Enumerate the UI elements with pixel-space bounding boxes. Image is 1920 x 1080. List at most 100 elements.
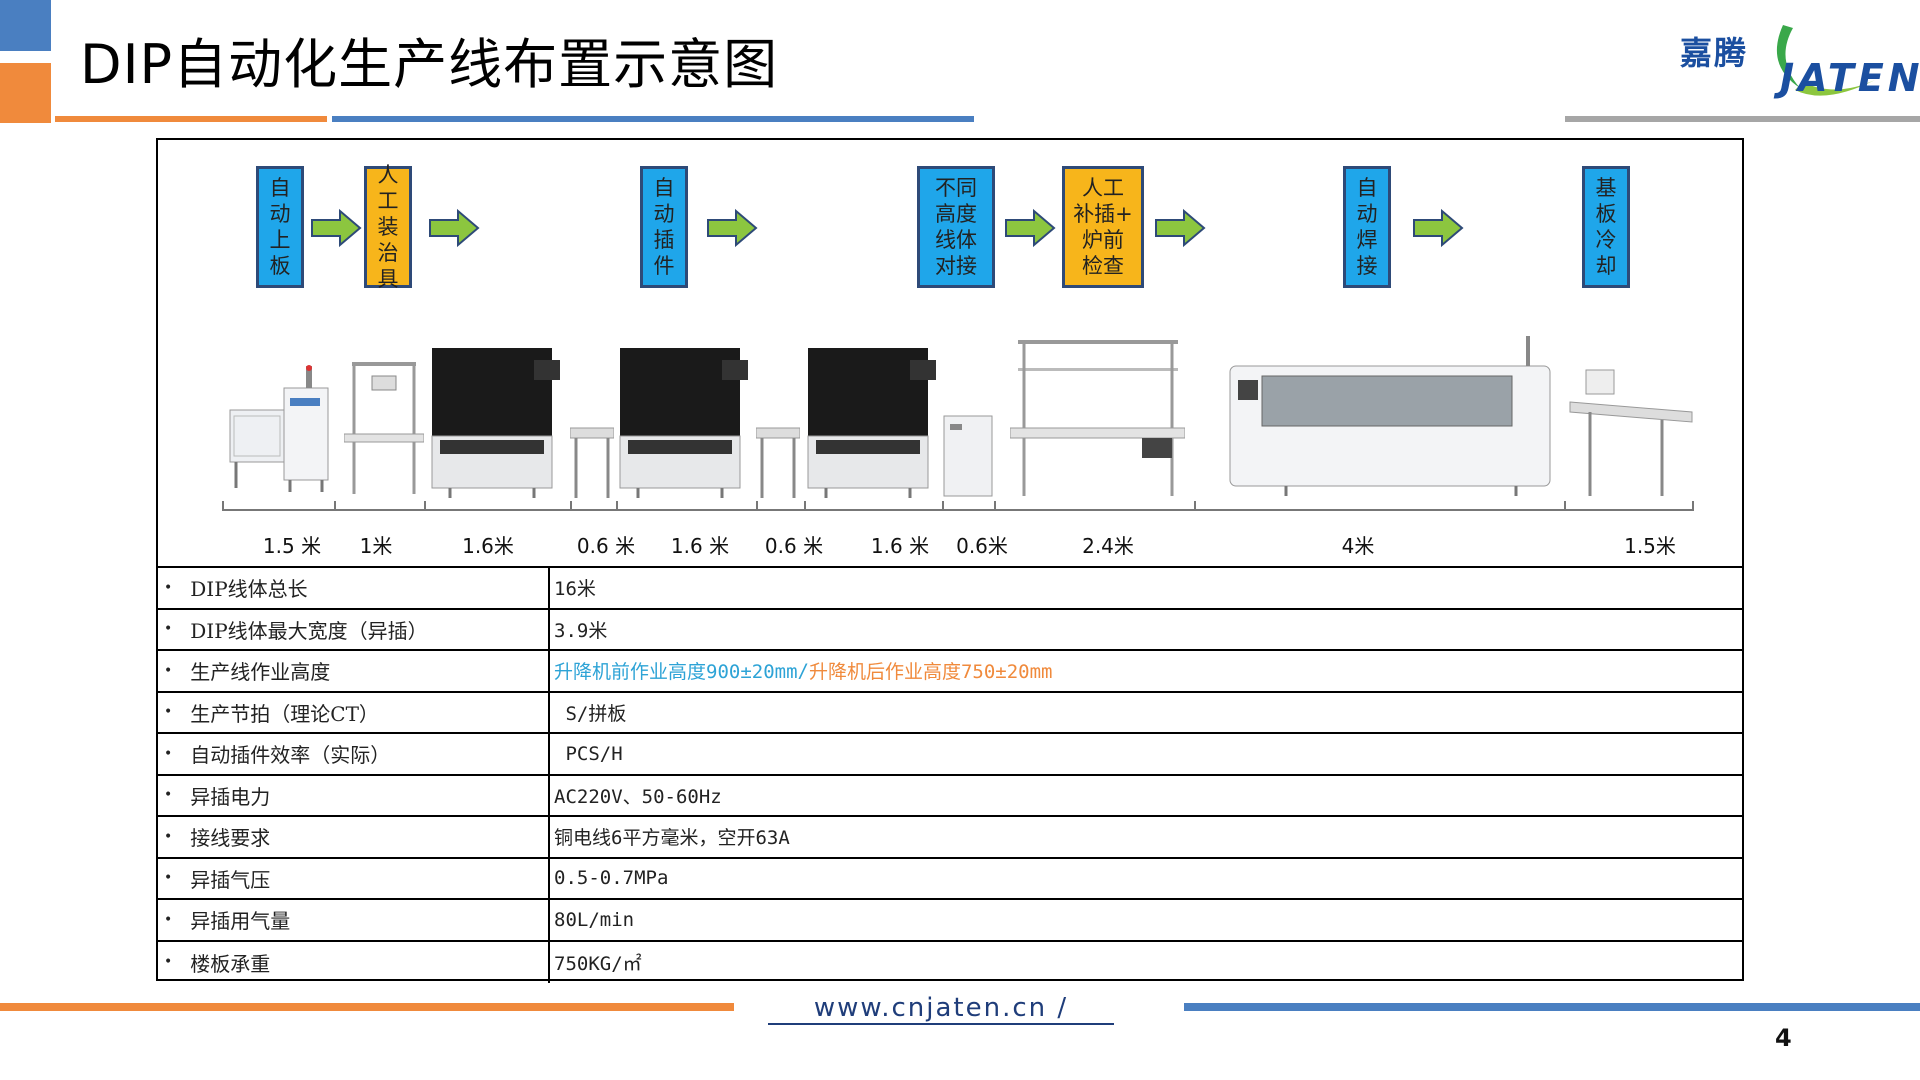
logo-text-cn: 嘉腾 xyxy=(1680,28,1748,74)
inspection-workbench-image xyxy=(1010,336,1185,500)
arrow-right-icon xyxy=(706,208,758,248)
bullet-icon: • xyxy=(164,621,172,637)
conveyor-1-image xyxy=(570,424,614,500)
footer-line-orange xyxy=(0,1003,734,1011)
cooling-conveyor-image xyxy=(1566,368,1696,500)
accent-square-orange xyxy=(0,63,51,123)
spec-value: 0.5-0.7MPa xyxy=(550,859,1742,899)
lift-unit-image xyxy=(942,414,994,500)
scale-tick xyxy=(570,501,572,511)
footer-line-blue xyxy=(1184,1003,1920,1011)
bullet-icon: • xyxy=(164,870,172,886)
bullet-icon: • xyxy=(164,704,172,720)
spec-label: 异插电力 xyxy=(190,781,270,810)
step-manual-fixture: 人 工 装 治 具 xyxy=(364,166,412,288)
website-link[interactable]: www.cnjaten.cn / xyxy=(768,993,1114,1025)
height-before-lift: 升降机前作业高度900±20mm xyxy=(554,657,798,684)
scale-tick xyxy=(1692,501,1694,511)
spec-label: 楼板承重 xyxy=(190,948,270,977)
length-label: 1米 xyxy=(360,530,393,559)
length-scale-line xyxy=(222,509,1694,511)
step-board-cooling: 基 板 冷 却 xyxy=(1582,166,1630,288)
bullet-icon: • xyxy=(164,912,172,928)
bullet-icon: • xyxy=(164,580,172,596)
table-row: • 生产节拍（理论CT） S/拼板 xyxy=(158,693,1742,735)
page-number: 4 xyxy=(1775,1024,1792,1052)
spec-value: S/拼板 xyxy=(550,693,1742,733)
spec-label: 自动插件效率（实际） xyxy=(190,739,390,768)
length-label: 0.6米 xyxy=(956,530,1008,559)
spec-value: 16米 xyxy=(550,568,1742,608)
scale-tick xyxy=(616,501,618,511)
arrow-right-icon xyxy=(428,208,480,248)
table-row: • DIP线体总长 16米 xyxy=(158,568,1742,610)
arrow-right-icon xyxy=(1154,208,1206,248)
table-row: • 楼板承重 750KG/㎡ xyxy=(158,942,1742,984)
spec-label: 接线要求 xyxy=(190,822,270,851)
insertion-machine-1-image xyxy=(430,340,565,500)
table-row: • 接线要求 铜电线6平方毫米，空开63A xyxy=(158,817,1742,859)
step-manual-inspection: 人工 补插+ 炉前 检查 xyxy=(1062,166,1144,288)
arrow-right-icon xyxy=(310,208,362,248)
spec-value: 升降机前作业高度900±20mm/升降机后作业高度750±20mm xyxy=(550,651,1742,691)
length-label: 2.4米 xyxy=(1082,530,1134,559)
logo-text-en: JATEN xyxy=(1780,56,1920,100)
length-label: 1.6米 xyxy=(462,530,514,559)
loader-machine-image xyxy=(226,358,334,498)
scale-tick xyxy=(1564,501,1566,511)
spec-table: • DIP线体总长 16米 • DIP线体最大宽度（异插） 3.9米 • 生产线作业高… xyxy=(158,568,1742,983)
header-line-blue xyxy=(332,116,974,122)
scale-tick xyxy=(1194,501,1196,511)
spec-value: 铜电线6平方毫米，空开63A xyxy=(550,817,1742,857)
step-height-docking: 不同 高度 线体 对接 xyxy=(917,166,995,288)
length-label: 1.5米 xyxy=(1624,530,1676,559)
header-line-orange xyxy=(55,116,327,122)
spec-label: DIP线体总长 xyxy=(190,573,307,602)
insertion-machine-3-image xyxy=(806,340,941,500)
layout-frame: 自 动 上 板 人 工 装 治 具 自 动 插 件 不同 高度 线体 对接 人工… xyxy=(156,138,1744,981)
step-auto-loading: 自 动 上 板 xyxy=(256,166,304,288)
accent-square-blue xyxy=(0,0,51,51)
wave-soldering-machine-image xyxy=(1226,336,1556,500)
length-label: 0.6 米 xyxy=(577,530,635,559)
insertion-machine-2-image xyxy=(618,340,753,500)
table-row: • 自动插件效率（实际） PCS/H xyxy=(158,734,1742,776)
spec-value: 750KG/㎡ xyxy=(550,942,1742,984)
bullet-icon: • xyxy=(164,954,172,970)
scale-tick xyxy=(424,501,426,511)
spec-label: 生产线作业高度 xyxy=(190,656,330,685)
bullet-icon: • xyxy=(164,787,172,803)
process-diagram: 自 动 上 板 人 工 装 治 具 自 动 插 件 不同 高度 线体 对接 人工… xyxy=(158,140,1742,568)
length-label: 1.6 米 xyxy=(671,530,729,559)
spec-value: 3.9米 xyxy=(550,610,1742,650)
spec-label: 异插气压 xyxy=(190,864,270,893)
length-label: 1.6 米 xyxy=(871,530,929,559)
fixture-station-image xyxy=(344,354,424,500)
spec-value: 80L/min xyxy=(550,900,1742,940)
length-label: 1.5 米 xyxy=(263,530,321,559)
scale-tick xyxy=(756,501,758,511)
scale-tick xyxy=(334,501,336,511)
conveyor-2-image xyxy=(756,424,800,500)
spec-value: AC220V、50-60Hz xyxy=(550,776,1742,816)
page-title: DIP自动化生产线布置示意图 xyxy=(80,20,778,99)
table-row: • 异插电力 AC220V、50-60Hz xyxy=(158,776,1742,818)
step-auto-insertion: 自 动 插 件 xyxy=(640,166,688,288)
length-label: 0.6 米 xyxy=(765,530,823,559)
spec-label: 异插用气量 xyxy=(190,905,290,934)
bullet-icon: • xyxy=(164,746,172,762)
spec-label: 生产节拍（理论CT） xyxy=(190,698,379,727)
step-auto-soldering: 自 动 焊 接 xyxy=(1343,166,1391,288)
spec-value: PCS/H xyxy=(550,734,1742,774)
scale-tick xyxy=(942,501,944,511)
arrow-right-icon xyxy=(1004,208,1056,248)
table-row: • DIP线体最大宽度（异插） 3.9米 xyxy=(158,610,1742,652)
table-row: • 生产线作业高度 升降机前作业高度900±20mm/升降机后作业高度750±20… xyxy=(158,651,1742,693)
scale-tick xyxy=(994,501,996,511)
scale-tick xyxy=(804,501,806,511)
spec-label: DIP线体最大宽度（异插） xyxy=(190,615,427,644)
length-label: 4米 xyxy=(1342,530,1375,559)
bullet-icon: • xyxy=(164,829,172,845)
table-row: • 异插气压 0.5-0.7MPa xyxy=(158,859,1742,901)
bullet-icon: • xyxy=(164,663,172,679)
